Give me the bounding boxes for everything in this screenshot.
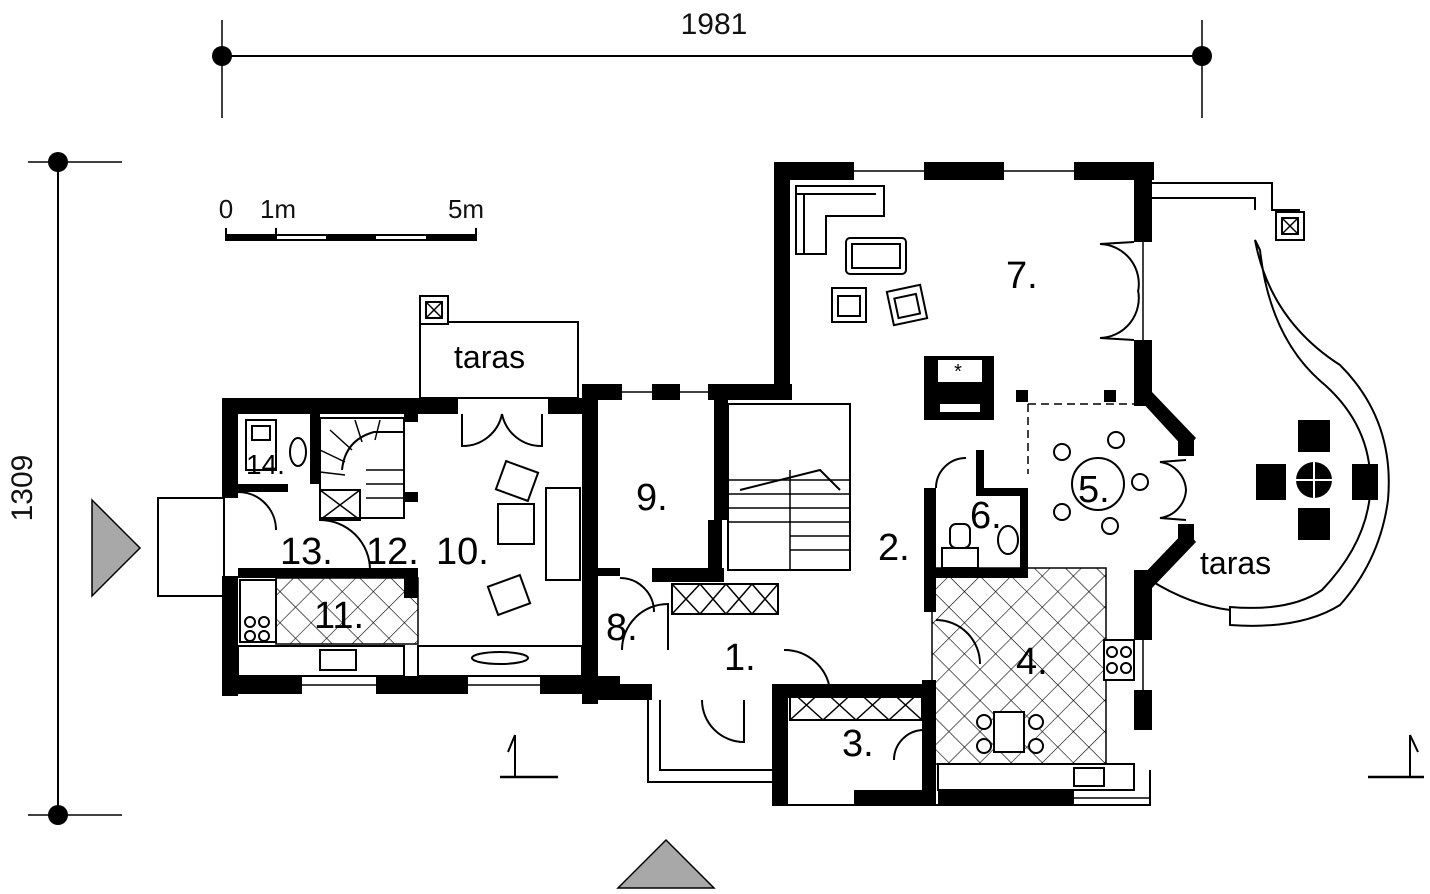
fireplace: * [924,356,994,420]
kitchen-west-fittings [237,579,583,677]
wardrobe-hall [671,583,779,615]
room-4-label: 4. [1016,641,1048,683]
entrance-arrow-south [616,838,716,889]
east-terrace [1149,182,1390,627]
room-9-label: 9. [636,477,668,519]
room-6-label: 6. [970,495,1002,537]
north-terrace [419,295,579,399]
post [1104,390,1116,402]
post [1016,390,1028,402]
scale-zero-label: 0 [219,194,233,224]
north-terrace-label: taras [454,339,525,375]
room-11-label: 11. [314,595,364,637]
height-dimension-label: 1309 [6,455,39,522]
room-2-label: 2. [878,527,910,569]
dining-table [1053,431,1149,535]
section-marker-right [1368,734,1424,779]
east-terrace-label: taras [1200,545,1271,581]
scale-5m-label: 5m [448,194,484,224]
entrance-arrow-west [91,498,142,598]
width-dimension-label: 1981 [681,8,748,41]
scale-1m-label: 1m [260,194,296,224]
wardrobe-room3 [789,689,923,721]
wc-fittings [941,523,1019,569]
room-labels: 1. 2. 3. 4. 5. 6. 7. 8. 9. 10. 11. 12. 1… [246,255,1271,765]
section-marker-left [500,734,558,779]
room-7-label: 7. [1006,255,1038,297]
entry-porch-west [157,497,225,597]
room-8-label: 8. [606,607,638,649]
terrace-furniture [1256,420,1378,540]
svg-text:*: * [954,361,962,383]
windows [302,170,1150,799]
room-12-label: 12. [366,531,419,573]
living-room-furniture [795,185,929,327]
width-dimension: 1981 [212,8,1212,118]
room-3-label: 3. [842,723,874,765]
bathroom-fittings [245,419,307,471]
living-room-west-furniture [486,459,581,617]
room-14-label: 14. [246,449,285,480]
kitchen-west-floor [275,577,419,645]
main-staircase [727,403,851,571]
doors [237,241,1187,761]
room-1-label: 1. [724,637,756,679]
spiral-staircase [319,417,405,521]
room-13-label: 13. [280,531,333,573]
room-10-label: 10. [436,531,489,573]
height-dimension: 1309 [6,152,122,825]
room-5-label: 5. [1078,469,1110,511]
scale-bar: 0 1m 5m [219,194,484,241]
kitchen-fittings [937,639,1135,791]
